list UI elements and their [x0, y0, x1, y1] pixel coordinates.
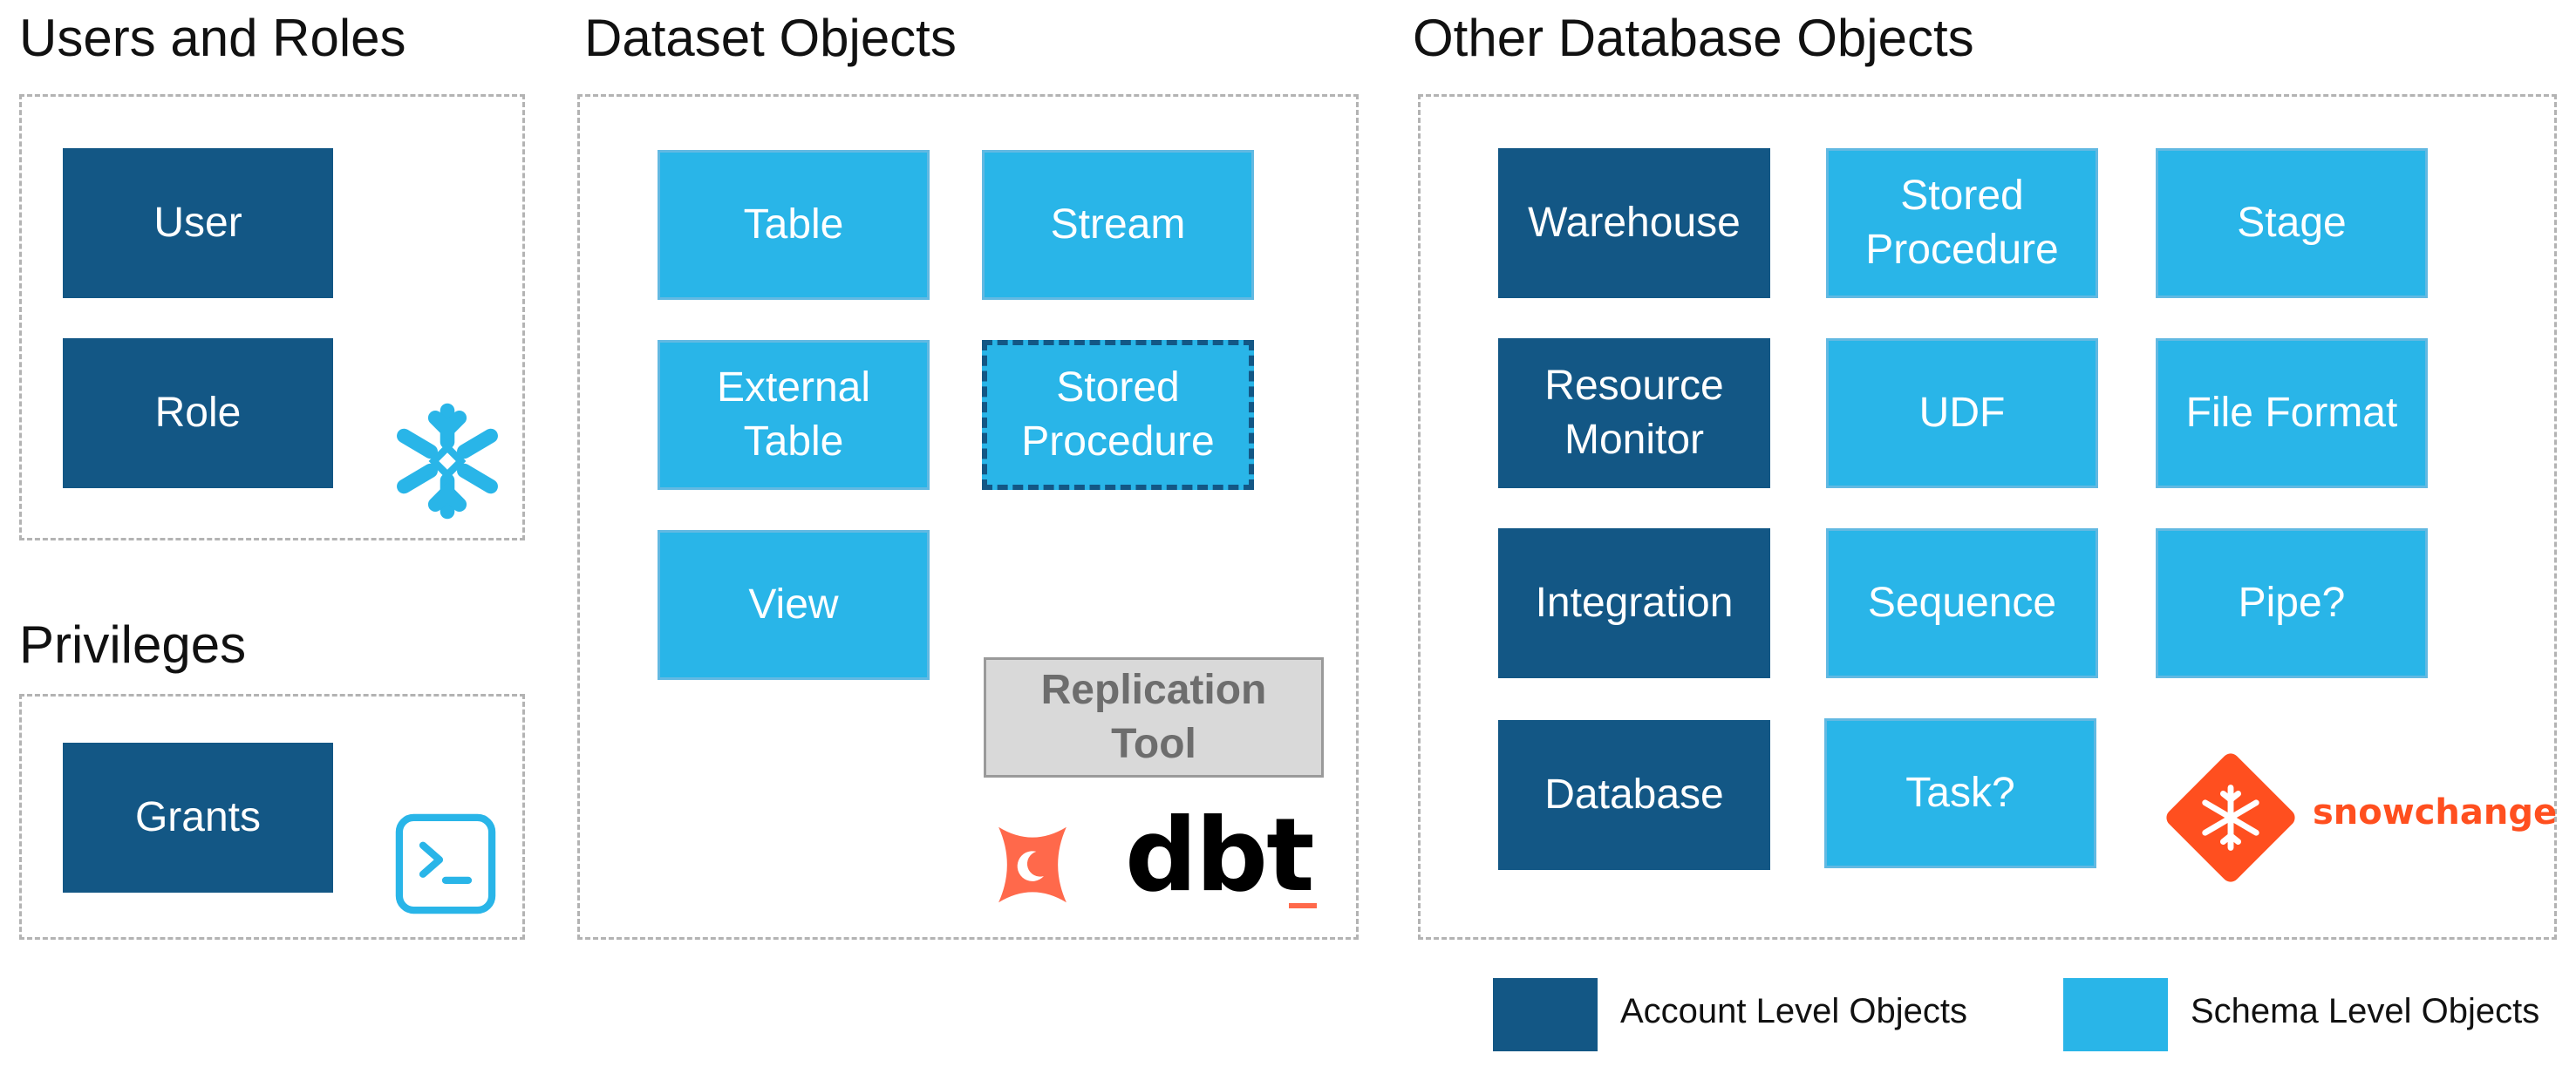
legend-swatch-account: [1493, 978, 1598, 1051]
title-users-and-roles: Users and Roles: [19, 9, 406, 67]
legend-account-level: Account Level Objects: [1620, 992, 1967, 1030]
box-resource-monitor: Resource Monitor: [1498, 338, 1770, 488]
legend-swatch-schema: [2063, 978, 2168, 1051]
box-stream: Stream: [982, 150, 1254, 300]
box-warehouse: Warehouse: [1498, 148, 1770, 298]
snowchange-wordmark: snowchange: [2313, 792, 2558, 833]
box-sequence: Sequence: [1826, 528, 2098, 678]
box-table: Table: [658, 150, 930, 300]
box-stored-procedure-other: Stored Procedure: [1826, 148, 2098, 298]
legend-schema-level: Schema Level Objects: [2191, 992, 2540, 1030]
panel-dataset-objects: [577, 94, 1359, 940]
box-role: Role: [63, 338, 333, 488]
dbt-logo-text: dbt: [1125, 805, 1315, 907]
box-stored-procedure-dataset: Stored Procedure: [982, 340, 1254, 490]
box-file-format: File Format: [2156, 338, 2428, 488]
box-stage: Stage: [2156, 148, 2428, 298]
snowflake-icon: [397, 403, 498, 520]
panel-other-database-objects: [1418, 94, 2557, 940]
box-task: Task?: [1824, 718, 2096, 868]
box-database: Database: [1498, 720, 1770, 870]
terminal-icon: [395, 813, 496, 914]
box-replication-tool: Replication Tool: [984, 657, 1324, 778]
box-user: User: [63, 148, 333, 298]
box-view: View: [658, 530, 930, 680]
box-udf: UDF: [1826, 338, 2098, 488]
dbt-wordmark: dbt: [1125, 797, 1315, 914]
box-integration: Integration: [1498, 528, 1770, 678]
box-external-table: External Table: [658, 340, 930, 490]
box-pipe: Pipe?: [2156, 528, 2428, 678]
snowchange-icon: [2166, 753, 2295, 882]
panel-privileges: [19, 694, 525, 940]
box-grants: Grants: [63, 743, 333, 893]
panel-users-and-roles: [19, 94, 525, 540]
dbt-icon: [998, 826, 1067, 903]
title-dataset-objects: Dataset Objects: [584, 9, 957, 67]
title-privileges: Privileges: [19, 615, 247, 674]
title-other-database-objects: Other Database Objects: [1413, 9, 1974, 67]
dbt-underscore: [1289, 903, 1317, 908]
